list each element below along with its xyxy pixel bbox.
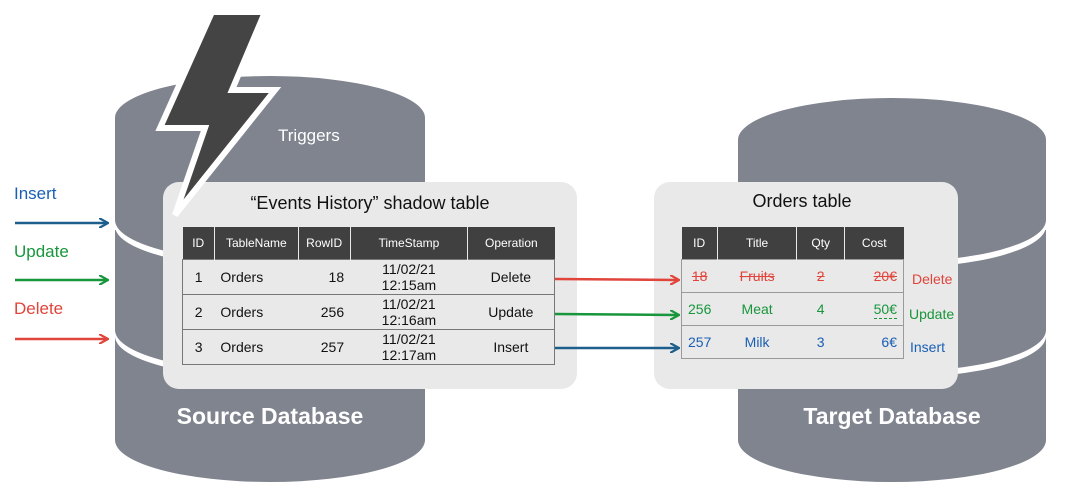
arrow-right-icon [554, 314, 678, 315]
column-header: RowID [297, 227, 351, 260]
cell-row-id: 257 [298, 329, 351, 365]
triggers-label: Triggers [278, 126, 340, 145]
cell-qty: 4 [796, 292, 845, 326]
column-header: TableName [213, 227, 299, 260]
row-op-label-delete: Delete [912, 271, 953, 287]
cell-cost: 50€ [844, 292, 904, 326]
column-header: TimeStamp [349, 227, 468, 260]
lightning-bolt-icon [155, 9, 282, 217]
cell-table-name: Orders [214, 329, 299, 365]
cell-qty: 3 [796, 325, 845, 359]
arrow-right-icon [554, 279, 678, 280]
cell-table-name: Orders [214, 294, 299, 330]
cell-cost: 6€ [844, 325, 904, 359]
cell-timestamp: 11/02/21 12:17am [350, 329, 468, 365]
cell-title: Milk [717, 325, 797, 359]
row-op-label-update: Update [909, 306, 955, 322]
column-header: Title [716, 227, 797, 260]
cell-id: 1 [182, 259, 215, 295]
updated-cost-value: 50€ [873, 301, 897, 319]
delete-label: Delete [14, 299, 64, 318]
cell-id: 256 [681, 292, 718, 326]
cell-qty: 2 [796, 259, 845, 293]
column-header: ID [182, 227, 215, 260]
cell-row-id: 256 [298, 294, 351, 330]
cell-id: 257 [681, 325, 718, 359]
target-database-name: Target Database [803, 403, 981, 429]
table-row: 3 Orders 257 11/02/21 12:17am Insert [182, 329, 555, 365]
table-row-deleted: 18 Fruits 2 20€ [681, 259, 904, 293]
cell-row-id: 18 [298, 259, 351, 295]
update-label: Update [14, 242, 69, 261]
orders-table-title: Orders table [752, 191, 852, 211]
cell-id: 3 [182, 329, 215, 365]
source-database-name: Source Database [176, 403, 364, 429]
cell-id: 2 [182, 294, 215, 330]
orders-table: ID Title Qty Cost 18 Fruits 2 20€ 256 Me… [681, 227, 904, 359]
cell-table-name: Orders [214, 259, 299, 295]
cell-title: Fruits [717, 259, 797, 293]
cell-timestamp: 11/02/21 12:15am [350, 259, 468, 295]
column-header: Operation [467, 227, 555, 260]
cell-id: 18 [681, 259, 718, 293]
table-row: 1 Orders 18 11/02/21 12:15am Delete [182, 259, 555, 295]
column-header: Qty [796, 227, 845, 260]
orders-table-header: ID Title Qty Cost [681, 227, 904, 260]
events-table: ID TableName RowID TimeStamp Operation 1… [182, 227, 555, 365]
events-table-title: “Events History” shadow table [250, 193, 490, 213]
cell-cost: 20€ [844, 259, 904, 293]
insert-label: Insert [14, 184, 57, 203]
table-row: 2 Orders 256 11/02/21 12:16am Update [182, 294, 555, 330]
column-header: ID [681, 227, 718, 260]
column-header: Cost [844, 227, 904, 260]
table-row-inserted: 257 Milk 3 6€ [681, 325, 904, 359]
cell-timestamp: 11/02/21 12:16am [350, 294, 468, 330]
row-op-label-insert: Insert [910, 339, 946, 355]
events-table-header: ID TableName RowID TimeStamp Operation [182, 227, 555, 260]
cell-title: Meat [717, 292, 797, 326]
cell-operation: Delete [467, 259, 555, 295]
table-row-updated: 256 Meat 4 50€ [681, 292, 904, 326]
cell-operation: Update [467, 294, 555, 330]
cell-operation: Insert [467, 329, 555, 365]
